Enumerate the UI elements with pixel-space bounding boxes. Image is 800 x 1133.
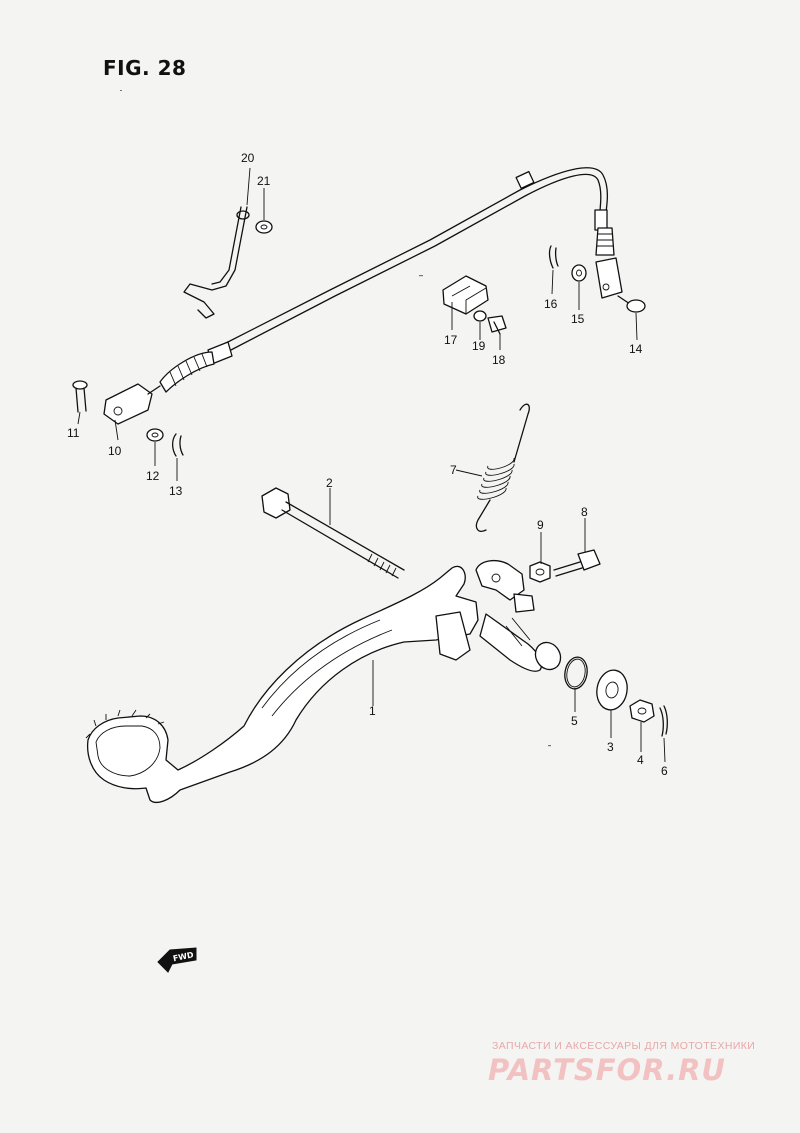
brake-cable-drawing [159, 167, 615, 393]
leader-10 [114, 419, 119, 441]
callout-18: 18 [492, 353, 506, 367]
callout-2: 2 [326, 476, 333, 490]
callout-9: 9 [537, 518, 544, 532]
callout-20: 20 [241, 151, 255, 165]
part-4-nut-drawing [629, 699, 655, 723]
part-11-pin-drawing [72, 380, 88, 413]
part-13-cotter-pin-drawing [171, 433, 184, 457]
callout-6: 6 [661, 764, 668, 778]
callout-11: 11 [67, 426, 80, 440]
callout-21: 21 [257, 174, 271, 188]
callout-13: 13 [169, 484, 183, 498]
callout-5: 5 [571, 714, 578, 728]
part-7-spring-drawing [475, 403, 530, 532]
part-1-brake-pedal-drawing [85, 559, 562, 804]
part-16-cotter-pin-drawing [548, 245, 559, 269]
callout-7: 7 [450, 463, 457, 477]
fwd-label: FWD [172, 950, 195, 963]
part-21-washer-drawing [255, 220, 273, 234]
callout-14: 14 [629, 342, 643, 356]
part-10-clevis-drawing [103, 383, 161, 425]
figure-title: FIG. 28 [103, 56, 187, 80]
part-3-washer-drawing [596, 669, 628, 711]
callout-12: 12 [146, 469, 160, 483]
scan-specks [120, 90, 551, 747]
fwd-arrow-icon: FWD [157, 947, 197, 973]
leader-6 [663, 737, 666, 763]
callout-1: 1 [369, 704, 376, 718]
watermark-brand-logo: PARTSFOR.RU [488, 1053, 726, 1087]
callout-4: 4 [637, 753, 644, 767]
part-18-bolt-drawing [487, 315, 507, 335]
part-17-clamp-drawing [442, 275, 489, 315]
callout-3: 3 [607, 740, 614, 754]
leader-7 [455, 469, 483, 477]
part-2-bolt-drawing [261, 487, 405, 579]
callout-10: 10 [108, 444, 122, 458]
part-19-washer-drawing [473, 310, 487, 322]
part-5-o-ring-drawing [564, 656, 588, 690]
part-6-cotter-pin-drawing [659, 705, 668, 737]
callout-8: 8 [581, 505, 588, 519]
leader-lines [77, 167, 666, 763]
part-20-rod-drawing [183, 206, 250, 319]
part-8-bolt-drawing [553, 549, 601, 577]
leader-20 [246, 167, 251, 206]
part-9-nut-drawing [529, 561, 551, 583]
callout-labels: 20 21 11 10 12 13 14 15 16 17 19 18 7 2 … [67, 151, 668, 778]
callout-15: 15 [571, 312, 585, 326]
part-15-washer-drawing [571, 264, 587, 282]
callout-19: 19 [472, 339, 486, 353]
part-14-pin-drawing [595, 257, 646, 313]
callout-16: 16 [544, 297, 558, 311]
leader-14 [635, 312, 638, 341]
watermark-caption: ЗАПЧАСТИ И АКСЕССУАРЫ ДЛЯ МОТОТЕХНИКИ [492, 1040, 756, 1052]
leader-16 [551, 269, 554, 295]
callout-17: 17 [444, 333, 458, 347]
part-12-washer-drawing [146, 428, 164, 442]
leader-11 [77, 411, 81, 425]
